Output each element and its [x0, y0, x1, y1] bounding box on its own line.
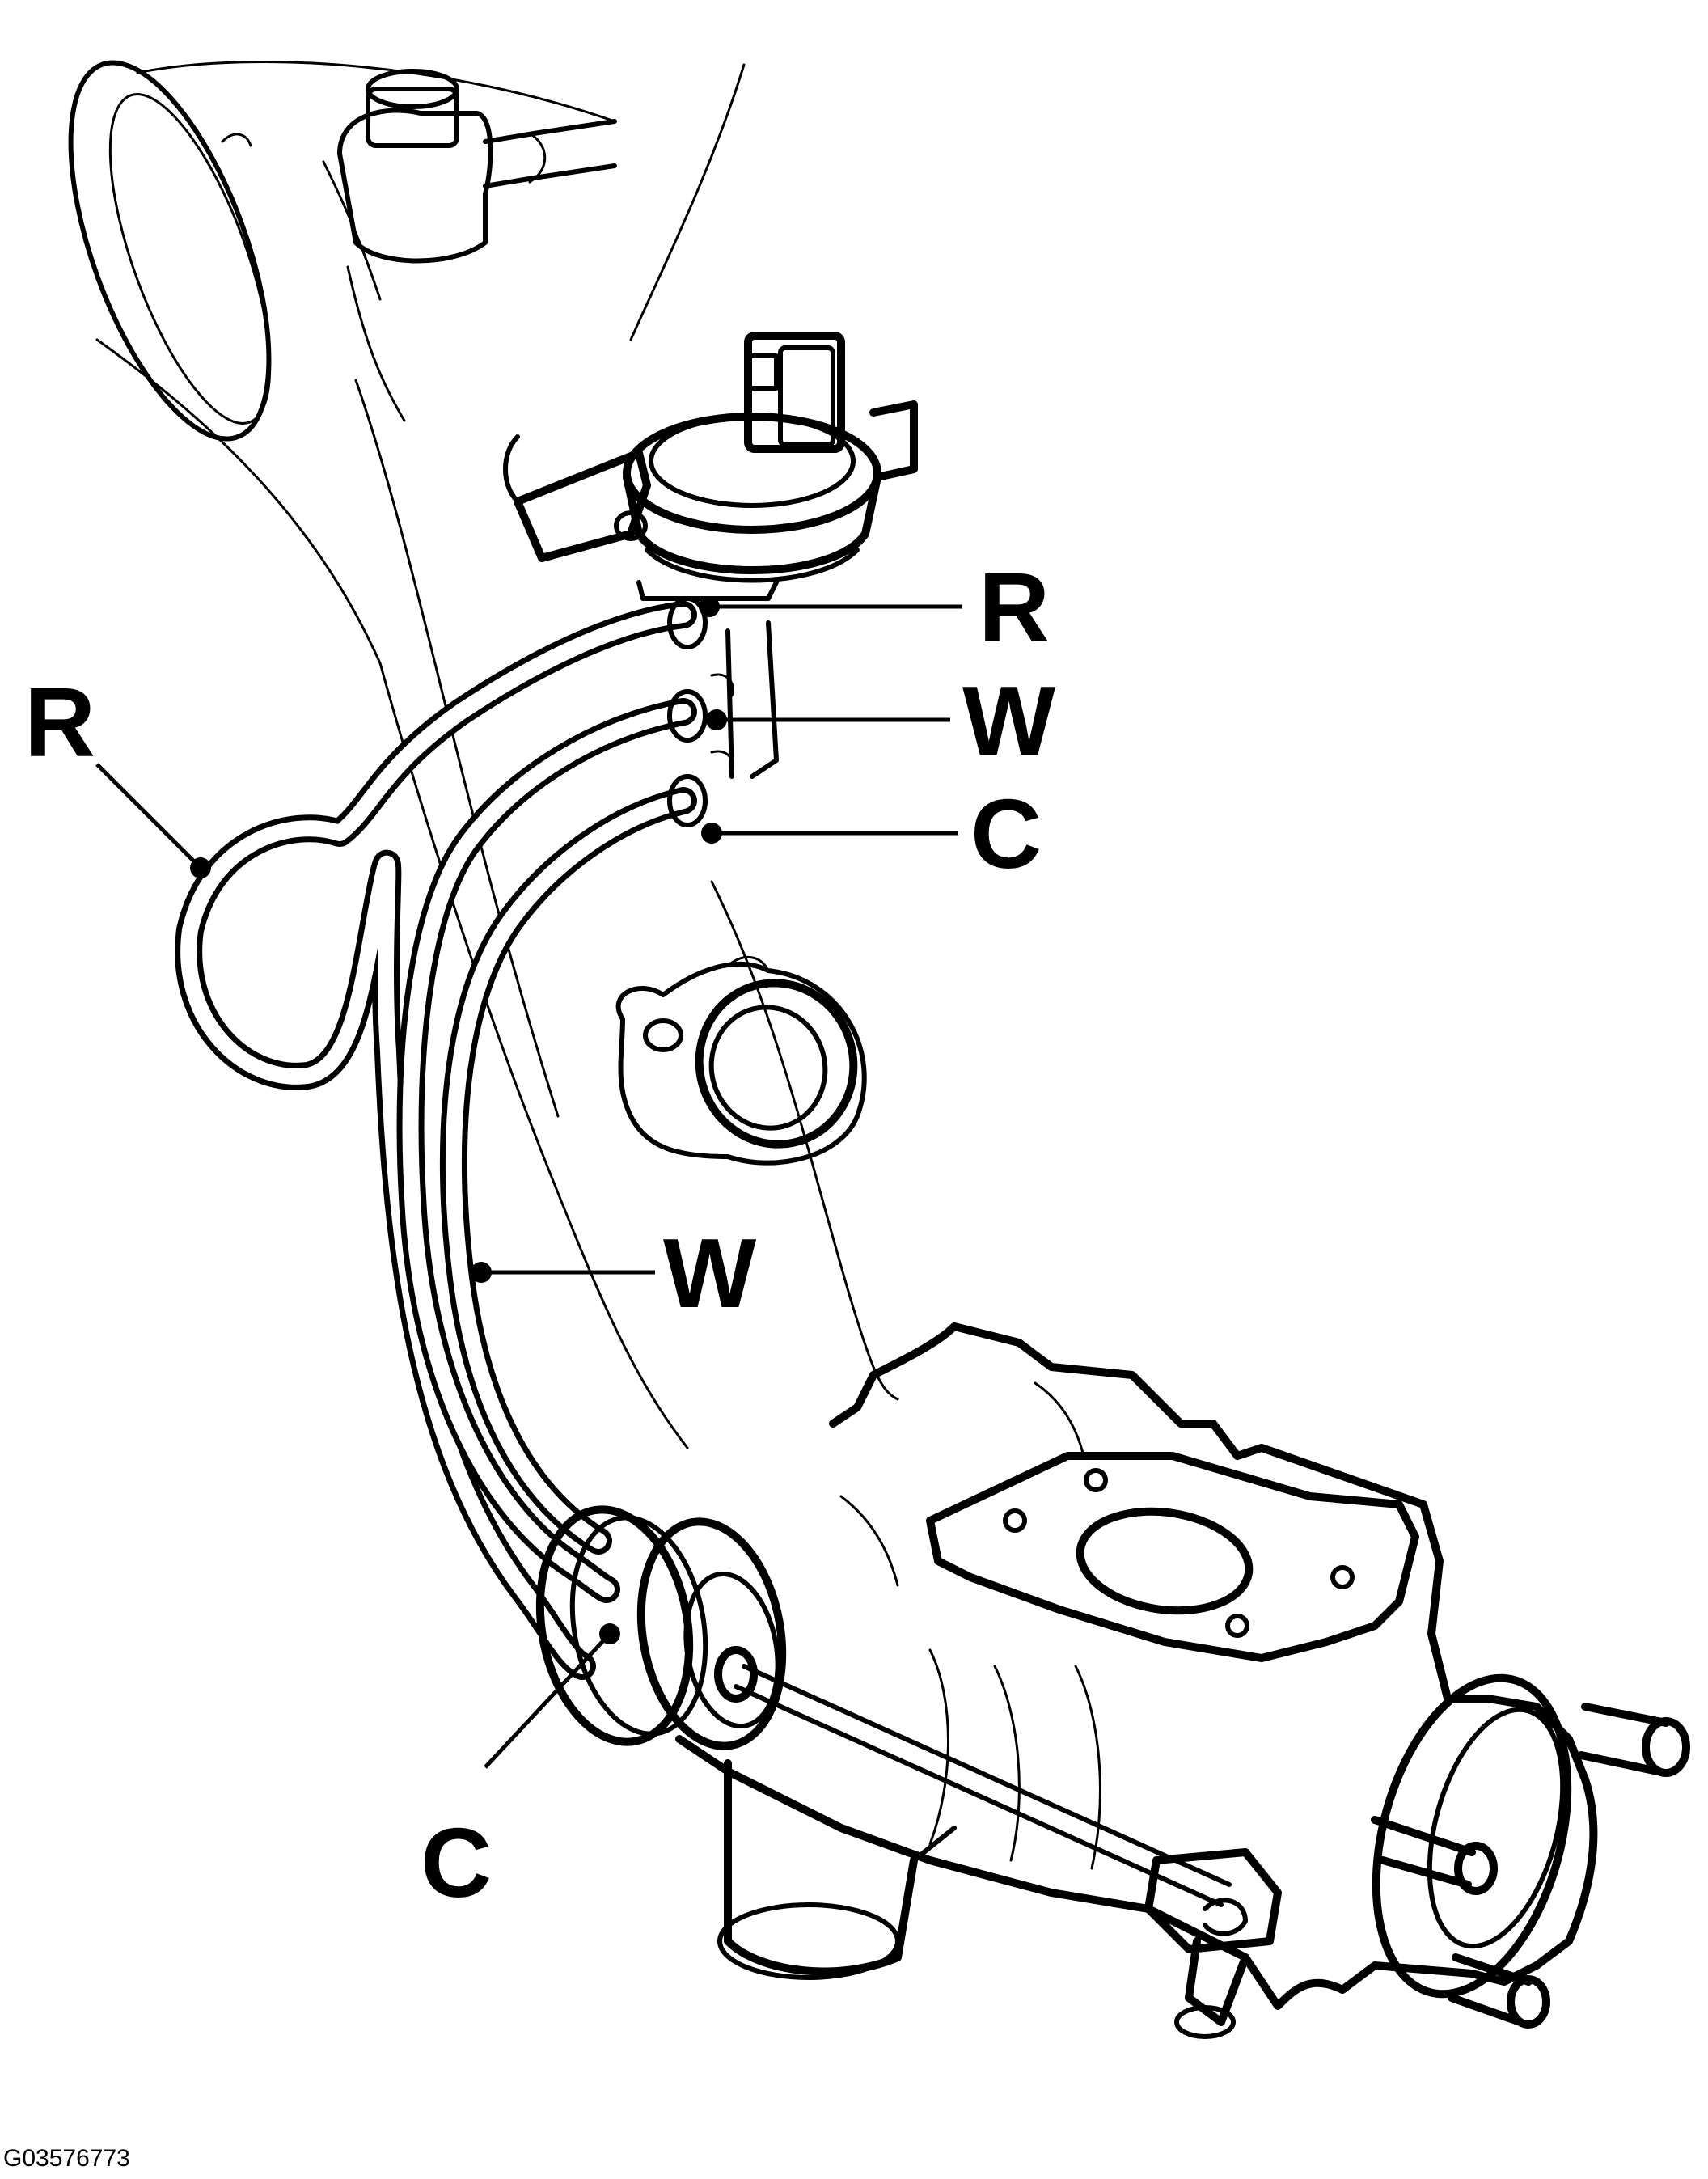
- figure-id: G03576773: [3, 2145, 130, 2172]
- callout-label-w-right: W: [962, 666, 1056, 776]
- callout-leaders: [95, 596, 962, 1769]
- callout-label-w-middle: W: [663, 1218, 757, 1328]
- vacuum-hoses: [175, 596, 708, 1680]
- callout-label-r-right: R: [979, 552, 1050, 662]
- callout-label-c-bottom: C: [421, 1808, 492, 1918]
- callout-label-r-left: R: [24, 667, 95, 777]
- callout-label-c-right: C: [970, 779, 1042, 889]
- bolt-boss: [221, 69, 617, 264]
- vacuum-solenoid: [503, 332, 918, 779]
- throttle-body: [535, 1322, 1690, 2039]
- pipe-port-boss: [615, 955, 867, 1166]
